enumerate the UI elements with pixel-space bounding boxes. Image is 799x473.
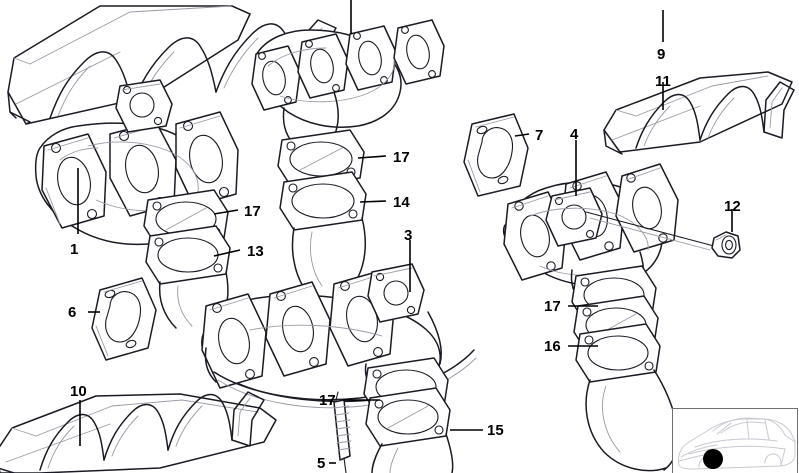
callout-label-9: 9 — [657, 46, 666, 63]
part-exhaust-manifold-left — [34, 79, 239, 246]
part-gasket-stack-left — [143, 189, 231, 329]
part-gasket-stack-bottom — [363, 357, 454, 473]
part-gasket-stack-right — [571, 265, 679, 472]
part-gasket-6 — [91, 277, 157, 361]
part-exhaust-manifold-right — [502, 163, 715, 301]
callout-label-11: 11 — [655, 73, 671, 90]
callout-label-17-b: 17 — [393, 149, 410, 166]
callout-label-13: 13 — [247, 243, 264, 260]
vehicle-location-inset — [672, 408, 798, 473]
part-gasket-stack-center — [277, 129, 367, 289]
part-gasket-7 — [463, 113, 529, 197]
callout-label-12: 12 — [724, 198, 741, 215]
callout-label-4: 4 — [570, 126, 579, 143]
callout-label-14: 14 — [393, 194, 410, 211]
callout-label-7: 7 — [535, 127, 544, 144]
callout-label-3: 3 — [404, 227, 413, 244]
callout-label-10: 10 — [70, 383, 87, 400]
callout-label-17-c: 17 — [544, 298, 561, 315]
part-nut-12 — [711, 231, 741, 259]
callout-label-6: 6 — [68, 304, 77, 321]
vehicle-location-inset-drawing — [678, 417, 796, 470]
callout-label-17-a: 17 — [244, 203, 261, 220]
callout-label-5: 5 — [317, 455, 326, 472]
part-heat-shield-lower-left — [0, 391, 277, 473]
callout-label-16: 16 — [544, 338, 561, 355]
engine-location-marker — [703, 449, 723, 469]
part-heat-shield-right — [603, 71, 795, 155]
part-exhaust-manifold-center — [201, 263, 477, 409]
part-exhaust-manifold-top-center — [251, 19, 445, 145]
callout-label-17-d: 17 — [319, 392, 336, 409]
part-stud-bolt-5 — [333, 391, 352, 473]
callout-label-15: 15 — [487, 422, 504, 439]
leader-lines — [77, 0, 733, 464]
callout-label-1: 1 — [70, 241, 79, 258]
